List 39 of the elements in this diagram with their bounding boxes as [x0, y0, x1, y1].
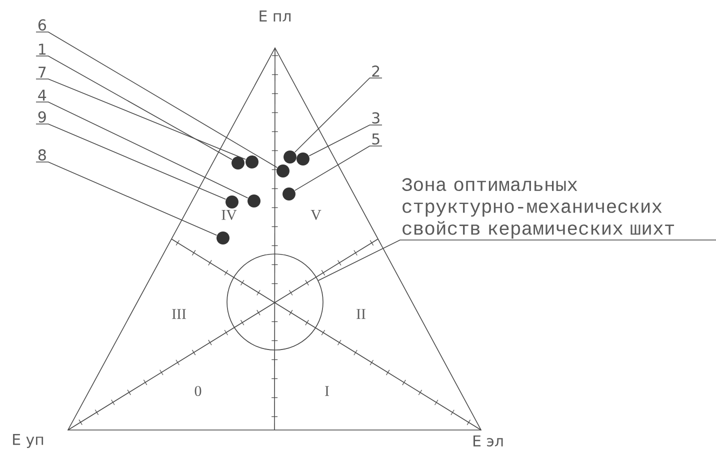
data-point	[246, 156, 258, 168]
leader-line	[36, 124, 226, 200]
zone-numeral: I	[325, 386, 329, 396]
callout-number: 3	[372, 112, 380, 124]
optimal-zone-circle	[226, 254, 324, 350]
callout-number: 4	[38, 90, 46, 101]
leader-line	[294, 78, 382, 153]
leader-line	[36, 56, 232, 160]
zone-caption: Зона оптимальных структурно-механических свойств керамических шихт	[402, 178, 674, 239]
vertex-label: E эл	[474, 435, 503, 447]
zone-numeral: 0	[194, 386, 202, 396]
callout-number: 2	[372, 66, 380, 77]
callout-number: 6	[38, 19, 46, 31]
data-point	[284, 150, 296, 164]
data-point	[216, 232, 230, 244]
leader-line	[308, 124, 382, 156]
zone-numeral: III	[172, 309, 186, 319]
leader-line	[318, 240, 716, 281]
leader-line	[36, 162, 218, 236]
callout-number: 9	[38, 111, 46, 123]
data-point	[296, 152, 310, 166]
leader-line	[36, 78, 246, 160]
zone-numeral: IV	[222, 210, 237, 220]
data-point	[276, 164, 290, 178]
zone-numeral: II	[356, 309, 366, 319]
leader-line	[36, 32, 278, 168]
callout-number: 1	[39, 44, 46, 55]
callout-number: 7	[38, 66, 46, 78]
data-point	[248, 194, 260, 208]
data-point	[282, 188, 296, 200]
callout-number: 8	[38, 149, 46, 161]
leader-line	[36, 102, 248, 198]
data-point	[226, 196, 238, 208]
vertex-label: E уп	[13, 434, 44, 448]
vertex-label: E пл	[260, 10, 291, 22]
zone-numeral: V	[310, 210, 322, 220]
callout-number: 5	[372, 134, 380, 145]
data-point	[232, 156, 244, 170]
leader-line	[294, 146, 382, 191]
